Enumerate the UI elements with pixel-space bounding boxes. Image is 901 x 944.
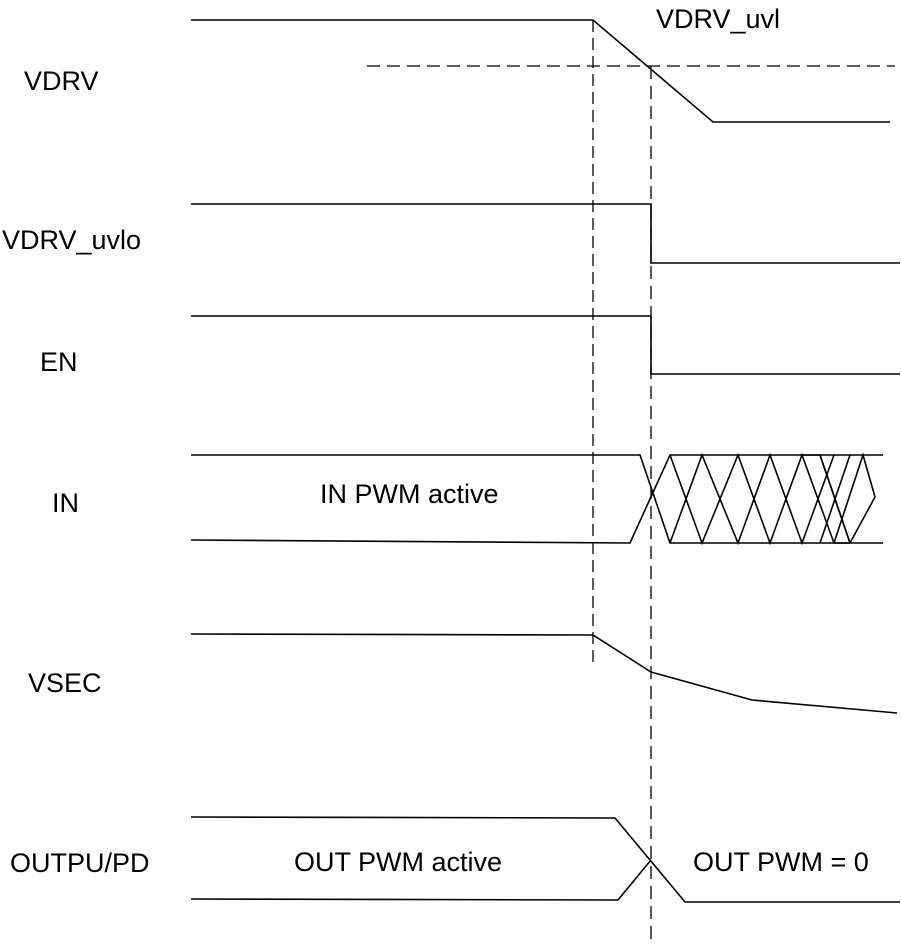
- en-waveform: [191, 315, 900, 375]
- outpu-pd-waveform: [190, 816, 900, 903]
- out-pwm-active-label: OUT PWM active: [294, 847, 502, 877]
- in-pwm-active-label: IN PWM active: [320, 479, 499, 509]
- label-vsec: VSEC: [28, 668, 102, 698]
- vdrv-uvlo-waveform: [191, 203, 900, 264]
- label-en: EN: [40, 347, 78, 377]
- label-outpu-pd: OUTPU/PD: [10, 848, 150, 878]
- vsec-waveform: [190, 633, 898, 714]
- in-waveform: [190, 452, 883, 546]
- label-vdrv-uvlo: VDRV_uvlo: [2, 225, 141, 255]
- vdrv-waveform: [191, 19, 890, 123]
- out-pwm-zero-label: OUT PWM = 0: [693, 847, 869, 877]
- threshold-label: VDRV_uvl: [656, 4, 780, 34]
- label-in: IN: [52, 488, 79, 518]
- label-vdrv: VDRV: [24, 66, 99, 96]
